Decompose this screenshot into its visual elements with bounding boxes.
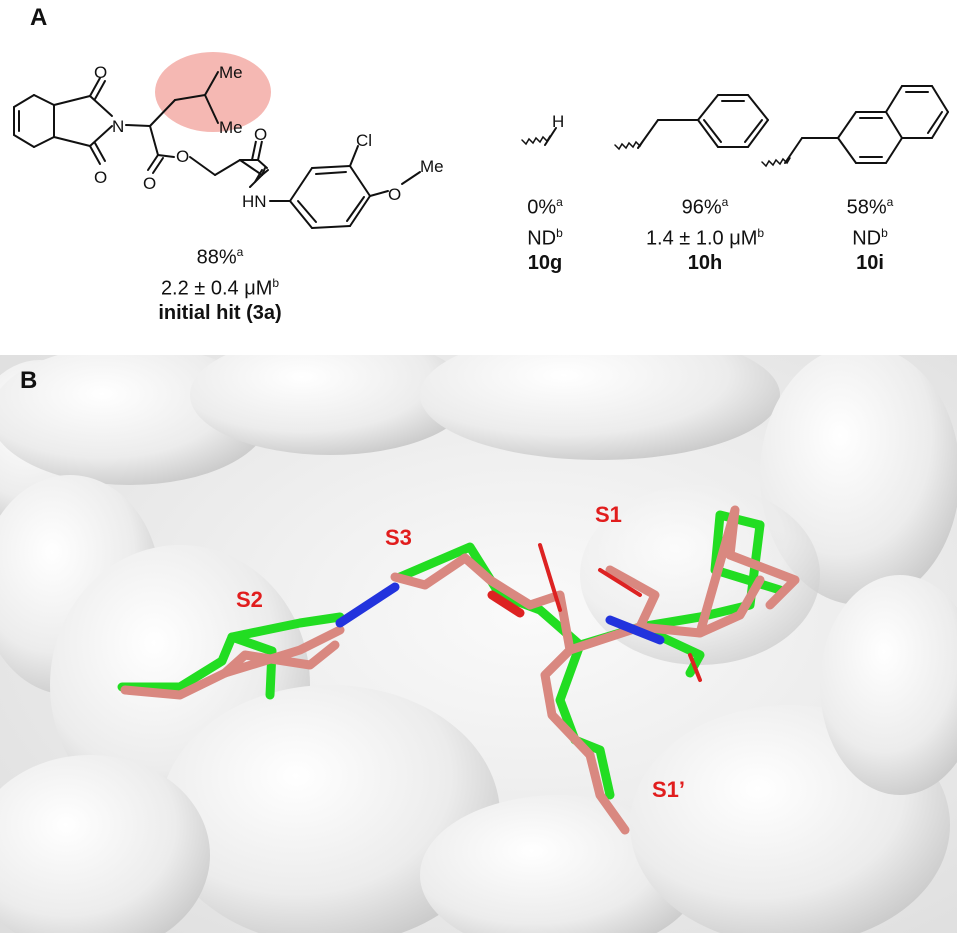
percent-10i: 58% xyxy=(846,196,887,219)
name-3a: initial hit (3a) xyxy=(158,302,282,325)
atom-o-bottom: O xyxy=(94,168,107,187)
site-label-s1prime: S1’ xyxy=(652,777,685,802)
ic50-10i: ND xyxy=(852,227,882,250)
percent-10h: 96% xyxy=(681,196,722,219)
isobutyl-highlight xyxy=(155,52,271,132)
percent-3a: 88% xyxy=(196,246,237,269)
ic50-10g: ND xyxy=(527,227,557,250)
caption-10i: 58%a NDb 10i xyxy=(825,190,915,276)
atom-hn: HN xyxy=(242,192,267,211)
caption-10h: 96%a 1.4 ± 1.0 μMb 10h xyxy=(610,190,800,276)
name-10h: 10h xyxy=(687,252,723,275)
atom-o-amide: O xyxy=(254,125,267,144)
caption-3a: 88%a 2.2 ± 0.4 μMb initial hit (3a) xyxy=(130,240,310,326)
ic50-sup-10i: b xyxy=(881,225,888,240)
substituents-10g-10i: H xyxy=(521,85,949,168)
protein-surface-lobes xyxy=(0,355,957,933)
site-label-s2: S2 xyxy=(236,587,263,612)
percent-sup-3a: a xyxy=(236,245,244,259)
atom-o-methoxy: O xyxy=(388,185,401,204)
structure-3a: O O N Me Me O O O HN Cl O Me xyxy=(13,52,444,229)
percent-sup-10h: a xyxy=(721,195,729,209)
atom-me-top: Me xyxy=(219,63,243,82)
ic50-sup-3a: b xyxy=(272,275,280,290)
percent-sup-10i: a xyxy=(886,195,894,209)
ic50-10h: 1.4 ± 1.0 μM xyxy=(645,227,758,250)
atom-me-methoxy: Me xyxy=(420,157,444,176)
heteroatoms xyxy=(335,543,702,682)
site-label-s3: S3 xyxy=(385,525,412,550)
name-10i: 10i xyxy=(856,252,884,275)
atom-cl: Cl xyxy=(356,131,372,150)
atom-me-bottom: Me xyxy=(219,118,243,137)
atom-h-10g: H xyxy=(552,112,564,131)
ic50-3a: 2.2 ± 0.4 μM xyxy=(160,277,273,300)
ic50-sup-10h: b xyxy=(757,225,765,240)
atom-n-imide: N xyxy=(112,117,124,136)
panel-b-label: B xyxy=(20,367,38,394)
atom-o-ester-link: O xyxy=(176,147,189,166)
name-10g: 10g xyxy=(527,252,563,275)
atom-o-top: O xyxy=(94,63,107,82)
ligand-pink xyxy=(120,505,800,835)
percent-sup-10g: a xyxy=(556,195,563,209)
docking-surface-panel: S1 S2 S3 S1’ xyxy=(0,355,957,933)
panel-a-label: A xyxy=(30,4,48,31)
site-label-s1: S1 xyxy=(595,502,622,527)
percent-10g: 0% xyxy=(527,196,557,219)
atom-o-ester-carbonyl: O xyxy=(143,174,156,193)
caption-10g: 0%a NDb 10g xyxy=(500,190,590,276)
ic50-sup-10g: b xyxy=(556,225,563,240)
